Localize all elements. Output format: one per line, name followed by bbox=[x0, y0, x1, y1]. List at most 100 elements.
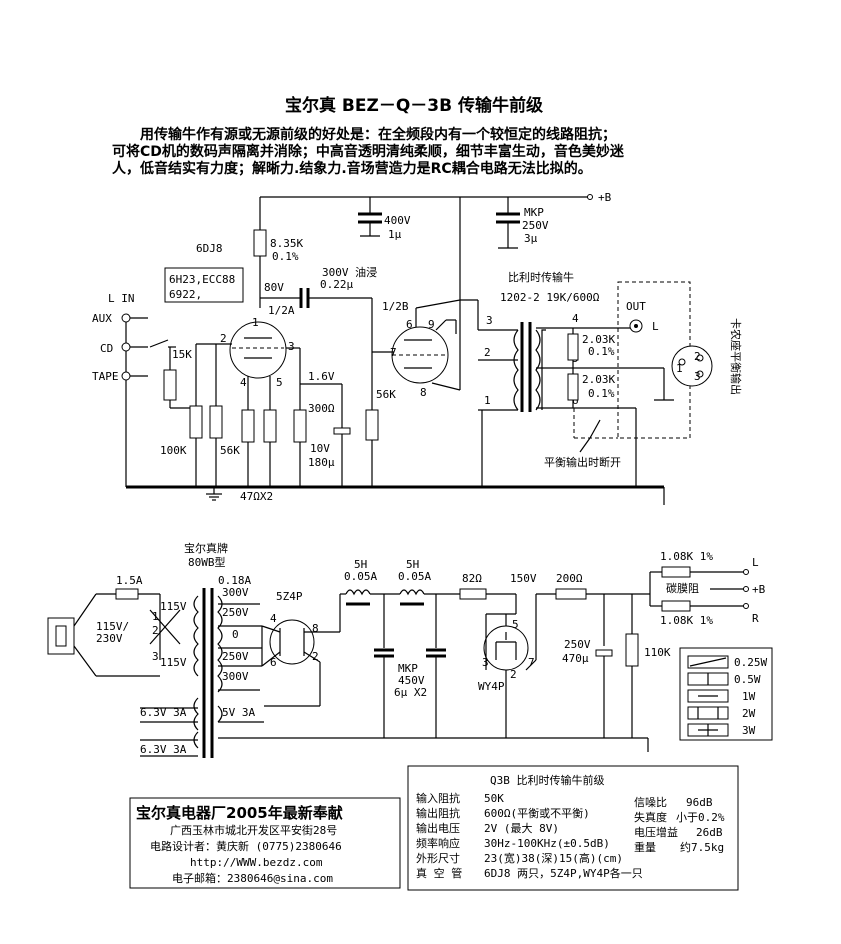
c-470u: 470μ bbox=[562, 652, 589, 665]
input-cd: CD bbox=[100, 342, 113, 355]
mkp-label: MKP bbox=[524, 206, 544, 219]
mkp-cap: 3μ bbox=[524, 232, 538, 245]
r-203k-2: 2.03K bbox=[582, 373, 615, 386]
spec-rk-0: 信噪比 bbox=[634, 796, 667, 809]
r-100k: 100K bbox=[160, 444, 187, 457]
tube-6dj8-label: 6DJ8 bbox=[196, 242, 223, 255]
r-200: 200Ω bbox=[556, 572, 583, 585]
mkp-psu-c: 6μ X2 bbox=[394, 686, 427, 699]
psu-pin3: 3 bbox=[152, 650, 159, 663]
reg-label: WY4P bbox=[478, 680, 505, 693]
sec-250a: 250V bbox=[222, 606, 249, 619]
spec-box: Q3B 比利时传输牛前级 输入阻抗 50K 输出阻抗 600Ω(平衡或不平衡) … bbox=[407, 765, 739, 891]
r-108-b: 1.08K 1% bbox=[660, 614, 713, 627]
rect-pin8: 8 bbox=[312, 622, 319, 635]
r-56k: 56K bbox=[220, 444, 240, 457]
mains-label-2: 230V bbox=[96, 632, 123, 645]
r-110k: 110K bbox=[644, 646, 671, 659]
legend-05w: 0.5W bbox=[734, 673, 761, 686]
trans-model: 1202-2 19K/600Ω bbox=[500, 291, 600, 304]
v80-label: 80V bbox=[264, 281, 284, 294]
choke-1-a: 0.05A bbox=[344, 570, 377, 583]
rect-pin2: 2 bbox=[312, 650, 319, 663]
xlr-pin3: 3 bbox=[694, 370, 701, 383]
t1-pin3: 3 bbox=[288, 340, 295, 353]
c-180u: 180μ bbox=[308, 456, 335, 469]
heater-2: 6.3V 3A bbox=[140, 743, 187, 756]
cap-022: 0.22μ bbox=[320, 278, 353, 291]
c-250v: 250V bbox=[564, 638, 591, 651]
r-203k-1-tol: 0.1% bbox=[588, 345, 615, 358]
t1-pin1: 1 bbox=[252, 316, 259, 329]
spec-v-4: 23(宽)38(深)15(高)(cm) bbox=[484, 851, 623, 865]
v16-label: 1.6V bbox=[308, 370, 335, 383]
r-835k-tol: 0.1% bbox=[272, 250, 299, 263]
legend-025w: 0.25W bbox=[734, 656, 767, 669]
spec-rv-3: 约7.5kg bbox=[680, 841, 724, 854]
spec-k-2: 输出电压 bbox=[416, 821, 460, 835]
cap-400v: 400V bbox=[384, 214, 411, 227]
r-203k-1: 2.03K bbox=[582, 333, 615, 346]
prim-115a: 115V bbox=[160, 600, 187, 613]
film-label: 碳膜阻 bbox=[666, 581, 699, 595]
v150-label: 150V bbox=[510, 572, 537, 585]
out-l: L bbox=[652, 320, 659, 333]
psu-model: 80WB型 bbox=[188, 555, 226, 569]
t2-pin9: 9 bbox=[428, 318, 435, 331]
reg-pin3: 3 bbox=[482, 656, 489, 669]
company-designer: 电路设计者：黄庆新 (0775)2380646 bbox=[150, 839, 342, 853]
spec-v-0: 50K bbox=[484, 792, 504, 805]
out-label: OUT bbox=[626, 300, 646, 313]
rect-pin6: 6 bbox=[270, 656, 277, 669]
tube-subs-1: 6H23,ECC88 bbox=[169, 273, 235, 286]
xlr-pin2: 2 bbox=[694, 350, 701, 363]
rect-pin4: 4 bbox=[270, 612, 277, 625]
heater-1: 6.3V 3A bbox=[140, 706, 187, 719]
choke-1: 5H bbox=[354, 558, 367, 571]
t1-pin4: 4 bbox=[240, 376, 247, 389]
reg-pin5: 5 bbox=[512, 618, 519, 631]
r-82: 82Ω bbox=[462, 572, 482, 585]
prim-115b: 115V bbox=[160, 656, 187, 669]
spec-rk-1: 失真度 bbox=[634, 810, 667, 824]
legend-1w: 1W bbox=[742, 690, 756, 703]
spec-k-3: 频率响应 bbox=[416, 836, 460, 850]
tube-subs-2: 6922, bbox=[169, 288, 202, 301]
psu-pin1: 1 bbox=[152, 610, 159, 623]
legend-2w: 2W bbox=[742, 707, 756, 720]
out-psu-l: L bbox=[752, 556, 759, 569]
t2-pin7: 7 bbox=[390, 346, 397, 359]
intro-line-1: 用传输牛作有源或无源前级的好处是：在全频段内有一个较恒定的线路阻抗； bbox=[140, 126, 616, 143]
spec-rv-1: 小于0.2% bbox=[676, 811, 725, 824]
company-name: 宝尔真电器厂2005年最新奉献 bbox=[136, 804, 343, 822]
reg-pin7: 7 bbox=[528, 656, 535, 669]
company-box: 宝尔真电器厂2005年最新奉献 广西玉林市城北开发区平安街28号 电路设计者：黄… bbox=[129, 797, 401, 889]
mains-label: 115V/ bbox=[96, 620, 129, 633]
psu-brand: 宝尔真牌 bbox=[184, 541, 228, 555]
reg-pin2: 2 bbox=[510, 668, 517, 681]
sec-300a: 300V bbox=[222, 586, 249, 599]
spec-k-1: 输出阻抗 bbox=[416, 806, 460, 820]
half-b-label: 1/2B bbox=[382, 300, 409, 313]
t2-pin8: 8 bbox=[420, 386, 427, 399]
r-15k: 15K bbox=[172, 348, 192, 361]
spec-v-5: 6DJ8 两只，5Z4P,WY4P各一只 bbox=[484, 866, 643, 880]
sec-018a: 0.18A bbox=[218, 574, 251, 587]
cap-300v: 300V 油浸 bbox=[322, 265, 377, 279]
spec-v-1: 600Ω(平衡或不平衡) bbox=[484, 807, 590, 820]
spec-rv-0: 96dB bbox=[686, 796, 713, 809]
spec-rk-3: 重量 bbox=[634, 840, 656, 854]
input-label: L IN bbox=[108, 292, 135, 305]
sec-5v: 5V 3A bbox=[222, 706, 255, 719]
rect-label: 5Z4P bbox=[276, 590, 303, 603]
half-a-label: 1/2A bbox=[268, 304, 295, 317]
fuse-label: 1.5A bbox=[116, 574, 143, 587]
rectifier-tube bbox=[269, 619, 315, 665]
sec-0: 0 bbox=[232, 628, 239, 641]
mkp-psu-v: 450V bbox=[398, 674, 425, 687]
input-tape: TAPE bbox=[92, 370, 119, 383]
intro-line-2: 可将CD机的数码声隔离并消除；中高音透明清纯柔顺，细节丰富生动，音色美妙迷 bbox=[112, 143, 625, 160]
tr-pin2: 2 bbox=[484, 346, 491, 359]
tr-pin3: 3 bbox=[486, 314, 493, 327]
